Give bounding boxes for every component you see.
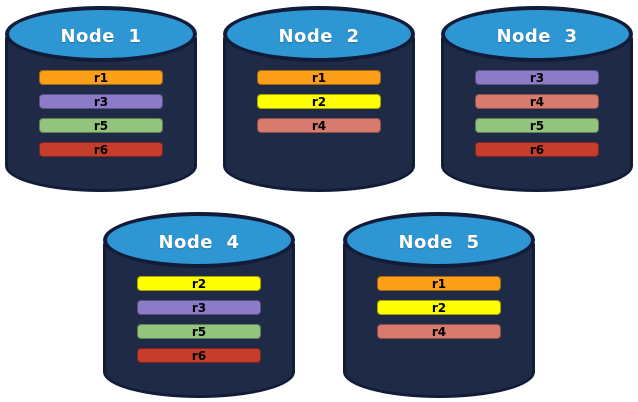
replica-bar-list: r3 r4 r5 r6 bbox=[441, 70, 633, 157]
replica-bar: r2 bbox=[137, 276, 261, 291]
cylinder-top-ellipse: Node 4 bbox=[103, 212, 295, 268]
replica-bar: r6 bbox=[137, 348, 261, 363]
node-title: Node 3 bbox=[496, 25, 578, 47]
replica-bar: r2 bbox=[377, 300, 501, 315]
database-cylinder: Node 4 r2 r3 r5 r6 bbox=[103, 212, 295, 398]
database-cylinder: Node 1 r1 r3 r5 r6 bbox=[5, 6, 197, 192]
replica-bar: r2 bbox=[257, 94, 381, 109]
replica-bar-list: r1 r3 r5 r6 bbox=[5, 70, 197, 157]
replica-bar: r3 bbox=[475, 70, 599, 85]
database-cylinder: Node 2 r1 r2 r4 bbox=[223, 6, 415, 192]
node-title: Node 4 bbox=[158, 231, 240, 253]
cylinder-top-ellipse: Node 3 bbox=[441, 6, 633, 62]
replica-bar: r1 bbox=[39, 70, 163, 85]
replica-bar: r6 bbox=[475, 142, 599, 157]
replica-bar: r3 bbox=[39, 94, 163, 109]
node-title: Node 1 bbox=[60, 25, 142, 47]
replica-bar: r1 bbox=[257, 70, 381, 85]
database-cylinder: Node 5 r1 r2 r4 bbox=[343, 212, 535, 398]
replica-bar-list: r2 r3 r5 r6 bbox=[103, 276, 295, 363]
replica-bar: r1 bbox=[377, 276, 501, 291]
cylinder-top-ellipse: Node 5 bbox=[343, 212, 535, 268]
replica-bar: r5 bbox=[137, 324, 261, 339]
node-row-bottom: Node 4 r2 r3 r5 r6 Node 5 r1 r2 r4 bbox=[0, 192, 638, 398]
replica-bar: r4 bbox=[257, 118, 381, 133]
replica-bar-list: r1 r2 r4 bbox=[223, 70, 415, 133]
node-title: Node 2 bbox=[278, 25, 360, 47]
replica-bar: r5 bbox=[475, 118, 599, 133]
cylinder-top-ellipse: Node 2 bbox=[223, 6, 415, 62]
replica-bar: r4 bbox=[377, 324, 501, 339]
replica-bar: r3 bbox=[137, 300, 261, 315]
node-title: Node 5 bbox=[398, 231, 480, 253]
cylinder-top-ellipse: Node 1 bbox=[5, 6, 197, 62]
replica-bar-list: r1 r2 r4 bbox=[343, 276, 535, 339]
replica-bar: r4 bbox=[475, 94, 599, 109]
replica-bar: r6 bbox=[39, 142, 163, 157]
replica-bar: r5 bbox=[39, 118, 163, 133]
database-cylinder: Node 3 r3 r4 r5 r6 bbox=[441, 6, 633, 192]
